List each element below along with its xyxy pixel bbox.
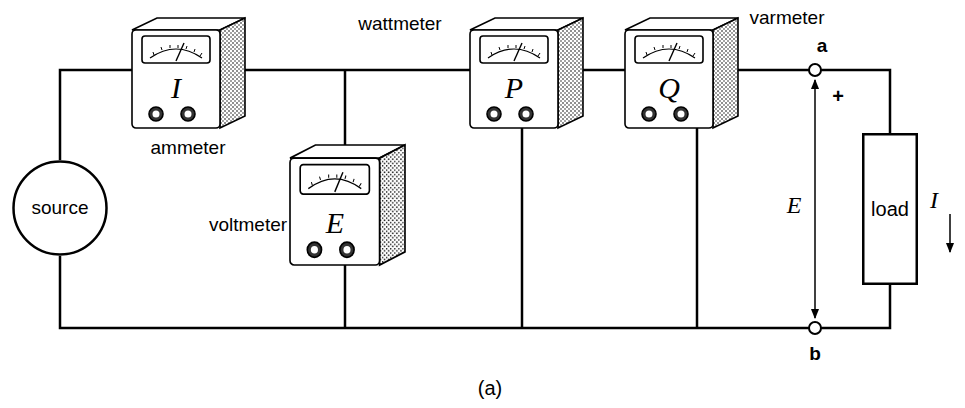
node-text: wattmeter: [358, 13, 441, 35]
node-text: ammeter: [151, 137, 226, 159]
node-text: I: [171, 71, 181, 105]
node-text: varmeter: [750, 7, 825, 29]
voltmeter-lead: [344, 70, 347, 146]
node-text: source: [31, 197, 88, 219]
varmeter: varmeterQ: [625, 18, 738, 128]
varmeter-lead: [696, 127, 699, 328]
wire: [738, 70, 890, 133]
terminal-label: a: [815, 35, 830, 57]
voltage-label: E: [785, 192, 804, 219]
node-text: load: [871, 198, 909, 221]
wire: [60, 256, 890, 328]
meter-outline: [290, 145, 405, 265]
current-label: I: [928, 187, 940, 214]
node-text: Q: [658, 71, 680, 105]
node-text: E: [326, 206, 344, 240]
terminal: [809, 322, 821, 334]
load-box: load: [862, 133, 918, 285]
current-arrow: [949, 214, 951, 252]
node-text: P: [505, 71, 523, 105]
meter-outline: [625, 18, 738, 128]
wire: [60, 70, 132, 160]
source-circle: source: [12, 160, 108, 256]
terminal-label: b: [807, 343, 823, 365]
polarity-mark: +: [830, 85, 846, 108]
wattmeter-lead: [521, 127, 524, 328]
ammeter: Iammeter: [132, 18, 245, 128]
node-text: voltmeter: [209, 214, 287, 236]
figure-caption: (a): [476, 377, 504, 400]
voltage-arrow: [814, 80, 816, 318]
voltmeter-lead: [344, 264, 347, 328]
wire: [245, 69, 470, 72]
wire: [583, 69, 625, 72]
wattmeter: wattmeterP: [470, 18, 583, 128]
meter-outline: [132, 18, 245, 128]
meter-outline: [470, 18, 583, 128]
terminal: [809, 64, 821, 76]
voltmeter: voltmeterE: [290, 145, 405, 265]
